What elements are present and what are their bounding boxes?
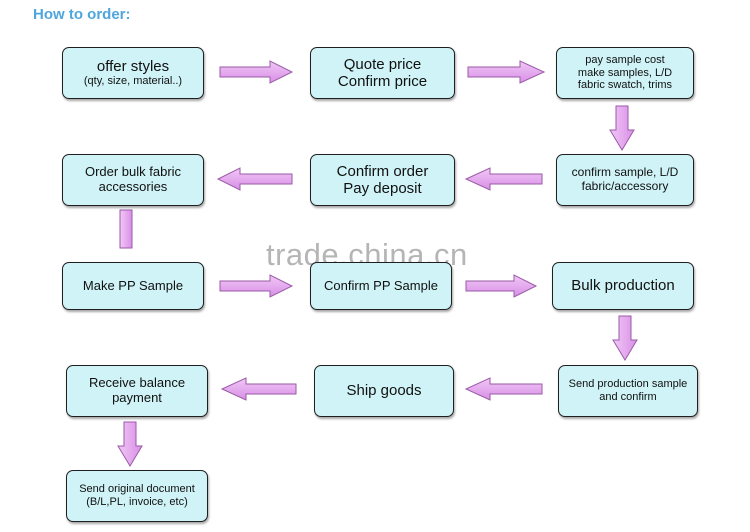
step-line: Bulk production (571, 277, 675, 295)
step-confirm-pp-sample: Confirm PP Sample (310, 262, 452, 310)
page-title: How to order: (33, 6, 131, 23)
step-line: pay sample cost (585, 54, 665, 67)
step-line: Confirm price (337, 73, 428, 90)
step-line: Pay deposit (343, 180, 422, 197)
arrow-step4-to-step5 (464, 167, 543, 191)
step-pay-sample-cost: pay sample cost make samples, L/D fabric… (556, 47, 694, 99)
arrow-step7-to-step8 (219, 274, 294, 298)
step-confirm-sample: confirm sample, L/D fabric/accessory (556, 154, 694, 206)
step-line: Confirm order (336, 162, 429, 180)
step-line: Receive balance (88, 375, 186, 391)
step-line: offer styles (96, 58, 170, 76)
step-receive-balance: Receive balance payment (66, 365, 208, 417)
step-line: (B/L,PL, invoice, etc) (86, 496, 188, 508)
step-send-original-document: Send original document (B/L,PL, invoice,… (66, 470, 208, 522)
step-line: and confirm (599, 391, 657, 403)
step-quote-price: Quote price Confirm price (310, 47, 455, 99)
step-line: Send original document (79, 483, 195, 496)
arrow-step12-to-step13 (117, 421, 143, 467)
step-ship-goods: Ship goods (314, 365, 454, 417)
step-confirm-order: Confirm order Pay deposit (310, 154, 455, 206)
arrow-step3-to-step4 (609, 105, 635, 151)
step-line: fabric/accessory (581, 179, 669, 193)
step-line: Confirm PP Sample (324, 277, 438, 293)
arrow-step10-to-step11 (464, 377, 543, 401)
step-line: Quote price (343, 55, 422, 73)
step-line: make samples, L/D (577, 66, 673, 79)
step-send-production-sample: Send production sample and confirm (558, 365, 698, 417)
step-line: fabric swatch, trims (577, 79, 673, 92)
step-line: Make PP Sample (82, 277, 184, 293)
step-offer-styles: offer styles (qty, size, material..) (62, 47, 204, 99)
step-line: (qty, size, material..) (83, 75, 183, 88)
arrow-step1-to-step2 (219, 60, 294, 84)
step-order-bulk-fabric: Order bulk fabric accessories (62, 154, 204, 206)
step-line: accessories (98, 179, 168, 194)
arrow-step2-to-step3 (467, 60, 546, 84)
arrow-step5-to-step6 (216, 167, 293, 191)
arrow-step8-to-step9 (465, 274, 538, 298)
step-line: Send production sample (568, 378, 688, 391)
arrow-step11-to-step12 (220, 377, 297, 401)
step-line: Order bulk fabric (84, 164, 182, 180)
step-make-pp-sample: Make PP Sample (62, 262, 204, 310)
step-line: confirm sample, L/D (571, 165, 679, 180)
arrow-step6-to-step7 (119, 209, 133, 249)
arrow-step9-to-step10 (612, 315, 638, 361)
step-line: Ship goods (346, 382, 422, 400)
step-bulk-production: Bulk production (552, 262, 694, 310)
step-line: payment (112, 390, 162, 405)
